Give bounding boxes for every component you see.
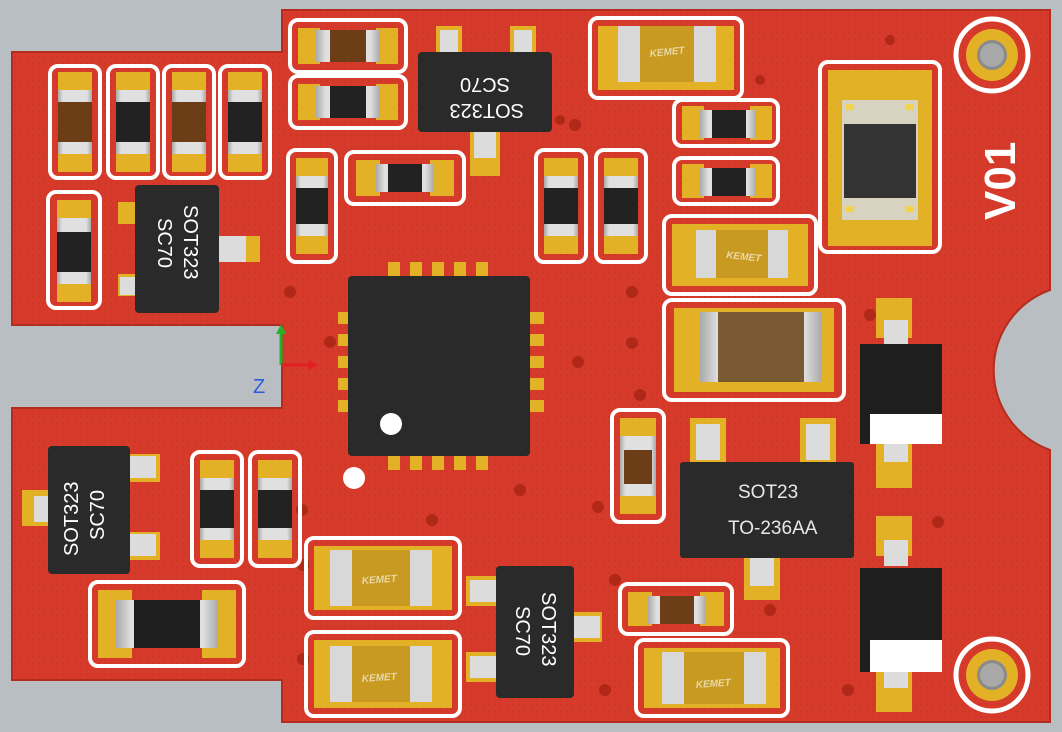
kemet-cap-bottom-2: KEMET xyxy=(304,630,462,718)
kemet-cap-bottom-right: KEMET xyxy=(634,638,790,718)
ic-sot23: SOT23 TO-236AA xyxy=(680,418,854,600)
ic-label-line2: SC70 xyxy=(87,490,109,540)
ic-label-line1: SOT323 xyxy=(537,592,559,666)
ic-qfn-main xyxy=(338,262,544,489)
axis-label-z: Z xyxy=(253,376,265,398)
ic-label-line1: SOT323 xyxy=(61,482,83,556)
ic-label-line1: SC70 xyxy=(460,73,510,95)
board-designator: V01 xyxy=(976,142,1025,220)
kemet-cap-bottom-1: KEMET xyxy=(304,536,462,620)
kemet-marking: KEMET xyxy=(649,45,686,60)
resistor-bottom-left-large xyxy=(88,580,246,668)
kemet-marking: KEMET xyxy=(695,678,732,691)
passive-row-top-left xyxy=(48,64,272,180)
ic-label-line1: SOT23 xyxy=(738,482,798,503)
diode-right-bottom xyxy=(860,516,942,712)
kemet-cap-mid: KEMET xyxy=(662,214,818,296)
ic-sot323-left-bottom: SOT323 SC70 xyxy=(22,446,160,574)
capacitor-large-right xyxy=(662,298,846,402)
resistor-right-top-2 xyxy=(672,156,780,206)
axis-gizmo: Z xyxy=(253,324,318,398)
mounting-hole-top xyxy=(953,16,1031,94)
resistor-vert-left-qfn xyxy=(286,148,338,264)
resistor-horiz-above-qfn xyxy=(344,150,466,206)
ic-label-line2: SC70 xyxy=(511,606,533,656)
kemet-marking: KEMET xyxy=(726,250,763,265)
inductor-large xyxy=(818,60,942,254)
resistor-vert-bottom-left-2 xyxy=(248,450,302,568)
resistor-left-mid xyxy=(46,190,102,310)
resistor-vert-mid-2 xyxy=(594,148,648,264)
resistor-top-1 xyxy=(288,18,408,74)
kemet-marking: KEMET xyxy=(361,574,398,587)
resistor-vert-mid-1 xyxy=(534,148,588,264)
resistor-top-2 xyxy=(288,74,408,130)
kemet-cap-top: KEMET xyxy=(588,16,744,100)
mounting-hole-bottom xyxy=(953,636,1031,714)
capacitor-small-vert xyxy=(610,408,666,524)
ic-label-line2: TO-236AA xyxy=(728,518,818,539)
kemet-marking: KEMET xyxy=(361,672,398,685)
resistor-horiz-bottom xyxy=(618,582,734,636)
diode-right-top xyxy=(860,298,942,488)
ic-sot323-left-top: SOT323 SC70 xyxy=(118,185,260,313)
ic-sot323-bottom-mid: SOT323 SC70 xyxy=(466,566,602,698)
vias xyxy=(284,35,944,696)
ic-label-line2: SC70 xyxy=(153,218,175,268)
ic-label-line1: SOT323 xyxy=(179,205,201,279)
resistor-right-top-1 xyxy=(672,98,780,148)
ic-sot323-top: SC70 SOT323 xyxy=(418,26,552,176)
ic-label-line2: SOT323 xyxy=(450,99,524,121)
resistor-vert-bottom-left-1 xyxy=(190,450,244,568)
